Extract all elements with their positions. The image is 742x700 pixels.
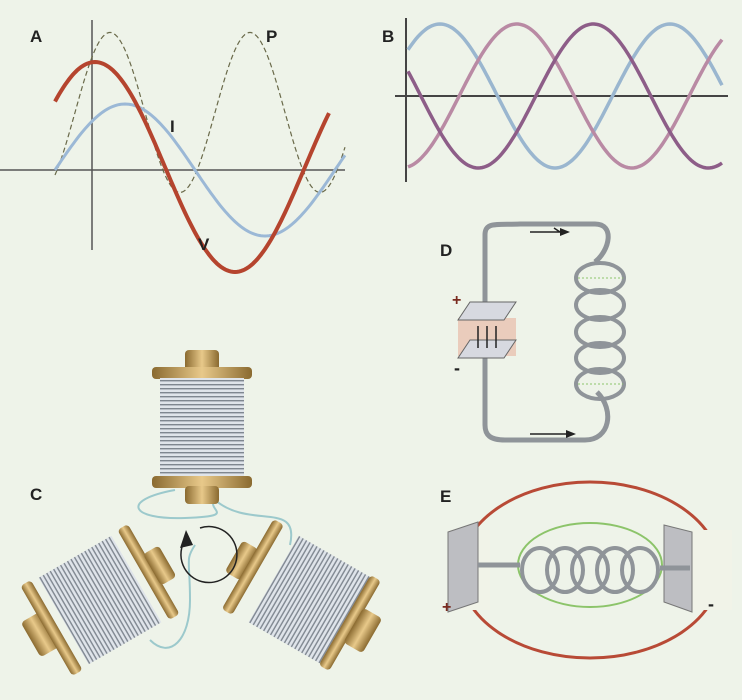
rotation-arrow-icon (180, 525, 238, 584)
coil-left (21, 525, 179, 675)
current-curve (53, 102, 347, 238)
panel-b: B (382, 18, 728, 182)
panel-c: C (21, 350, 381, 675)
inductor-coil (574, 261, 626, 401)
panel-d-label: D (440, 241, 452, 260)
circuit-wire (482, 221, 611, 443)
solenoid-coil (520, 546, 660, 594)
plate-left (447, 521, 479, 613)
power-curve (54, 31, 346, 193)
inner-field-line (517, 522, 663, 608)
panel-a-label: A (30, 27, 42, 46)
plus-sign: + (452, 292, 461, 309)
panel-b-label: B (382, 27, 394, 46)
coil-wire (137, 489, 218, 520)
coil-right (223, 520, 381, 670)
current-arrows-icon (530, 227, 568, 435)
panel-a: A P I V (0, 20, 347, 275)
power-label: P (266, 27, 277, 46)
voltage-curve (53, 59, 331, 275)
capacitor-plate-bottom (457, 339, 517, 359)
minus-sign: - (708, 594, 714, 614)
plus-sign: + (442, 599, 451, 616)
phase-1-curve (406, 22, 724, 170)
panel-e-label: E (440, 487, 451, 506)
capacitor-plate-top (457, 301, 517, 321)
phase-3-curve (406, 22, 724, 170)
coil-top (152, 350, 252, 504)
arrowhead-icon (180, 530, 193, 548)
field-lines (578, 277, 623, 385)
voltage-label: V (198, 235, 210, 254)
panel-d: D + - (440, 221, 626, 443)
field-arrows-icon (477, 326, 497, 348)
minus-sign: - (454, 358, 460, 378)
current-label: I (170, 117, 175, 136)
panel-c-label: C (30, 485, 42, 504)
panel-e: E + - (440, 480, 732, 660)
coil-wire (149, 499, 293, 649)
